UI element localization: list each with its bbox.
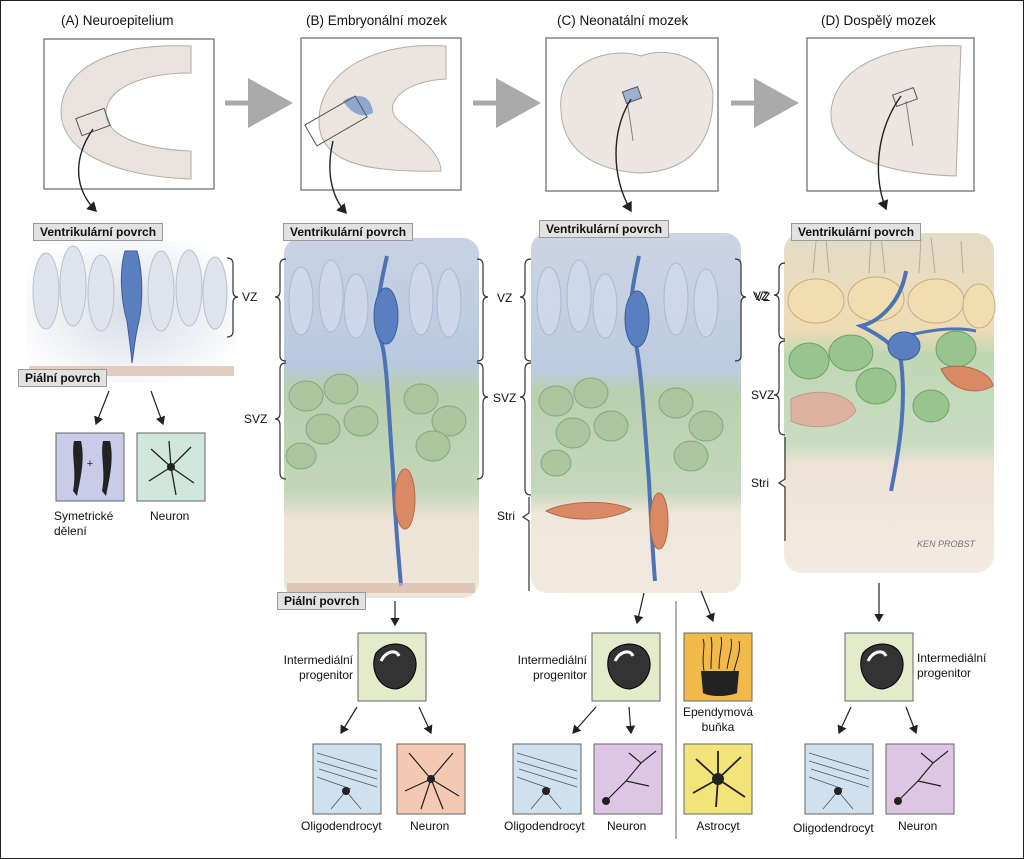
oligodendrocyte-box-d bbox=[804, 743, 874, 815]
tissue-column-d bbox=[784, 233, 996, 573]
astrocyte-label: Astrocyt bbox=[696, 819, 740, 833]
neuron-c-label: Neuron bbox=[607, 819, 647, 833]
neuron-d-label: Neuron bbox=[898, 819, 938, 833]
oligodendrocyte-c-label: Oligodendrocyt bbox=[504, 819, 585, 833]
symmetric-division-box: + bbox=[55, 432, 125, 502]
panel-d-zone-svz: SVZ bbox=[751, 388, 775, 402]
oligodendrocyte-b-label: Oligodendrocyt bbox=[301, 819, 382, 833]
panel-b-ventricular-surface: Ventrikulární povrch bbox=[283, 223, 414, 241]
panel-b-title: (B) Embryonální mozek bbox=[306, 13, 448, 28]
panel-a-title: (A) Neuroepitelium bbox=[61, 13, 174, 28]
panel-b-zone-vz: VZ bbox=[497, 291, 513, 305]
ependymal-box bbox=[683, 632, 753, 702]
panel-c-zone-stri: Stri bbox=[497, 509, 515, 523]
symmetric-division-label-line2: dělení bbox=[54, 524, 87, 538]
brain-section-c bbox=[545, 37, 719, 192]
panel-d-title: (D) Dospělý mozek bbox=[821, 13, 936, 28]
progenitor-b-label-line2: progenitor bbox=[298, 668, 353, 682]
progenitor-c-label-line2: progenitor bbox=[532, 668, 587, 682]
panel-c-zone-vz: VZ bbox=[755, 290, 771, 304]
tissue-column-b bbox=[284, 238, 479, 598]
panel-b-zone-svz: SVZ bbox=[244, 412, 268, 426]
oligodendrocyte-d-label: Oligodendrocyt bbox=[793, 821, 874, 835]
progenitor-box-c bbox=[591, 632, 661, 702]
oligodendrocyte-box-b bbox=[312, 743, 382, 815]
neuron-box-a bbox=[136, 432, 206, 502]
panel-d-ventricular-surface: Ventrikulární povrch bbox=[791, 223, 922, 241]
astrocyte-box bbox=[683, 743, 753, 815]
progenitor-b-label-line1: Intermediální bbox=[283, 653, 353, 667]
zone-brackets bbox=[226, 257, 786, 591]
neuron-box-d bbox=[885, 743, 955, 815]
ependymal-label-line2: buňka bbox=[701, 720, 735, 734]
panel-c-title: (C) Neonatální mozek bbox=[557, 13, 689, 28]
artist-signature: KEN PROBST bbox=[917, 539, 976, 549]
tissue-column-c bbox=[531, 233, 741, 593]
zoom-arrows bbox=[78, 95, 902, 215]
panel-d-zone-vz: VZ bbox=[753, 289, 769, 303]
lineage-arrows bbox=[94, 390, 918, 735]
neuron-b-label: Neuron bbox=[410, 819, 450, 833]
neuron-a-label: Neuron bbox=[150, 509, 190, 523]
oligodendrocyte-box-c bbox=[512, 743, 582, 815]
panel-c-ventricular-surface: Ventrikulární povrch bbox=[539, 220, 670, 238]
brain-section-b bbox=[300, 37, 462, 191]
progenitor-box-d bbox=[844, 632, 914, 702]
ependymal-label-line1: Ependymová bbox=[682, 705, 754, 719]
panel-b-pial-surface: Piální povrch bbox=[277, 592, 367, 610]
progenitor-box-b bbox=[357, 632, 427, 702]
progenitor-d-label-line1: Intermediální bbox=[917, 651, 987, 665]
panel-a-zone-vz: VZ bbox=[242, 290, 258, 304]
panel-a-pial-surface: Piální povrch bbox=[18, 369, 108, 387]
panel-c-zone-svz: SVZ bbox=[493, 391, 517, 405]
progenitor-d-label-line2: progenitor bbox=[917, 666, 972, 680]
svg-text:+: + bbox=[87, 458, 93, 470]
symmetric-division-label-line1: Symetrické bbox=[54, 509, 114, 523]
progenitor-c-label-line1: Intermediální bbox=[517, 653, 587, 667]
neuron-box-b bbox=[396, 743, 466, 815]
tissue-column-a bbox=[26, 241, 236, 383]
panel-a-ventricular-surface: Ventrikulární povrch bbox=[33, 223, 164, 241]
brain-section-a bbox=[43, 38, 215, 190]
panel-d-zone-stri: Stri bbox=[751, 476, 769, 490]
neuron-box-c bbox=[593, 743, 663, 815]
